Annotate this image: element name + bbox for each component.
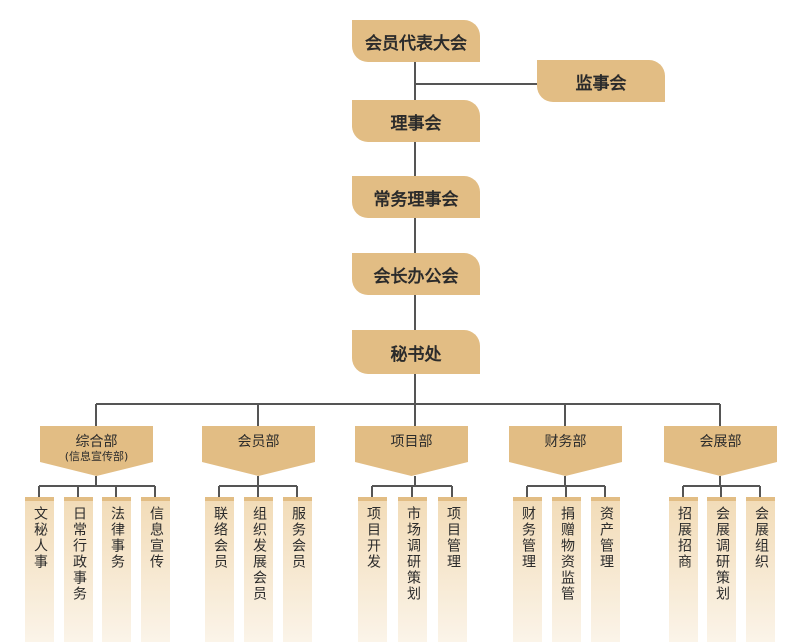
unit-membership-2: 组织发展会员 xyxy=(244,497,273,642)
unit-general-2: 日常行政事务 xyxy=(64,497,93,642)
unit-label: 捐赠物资监管 xyxy=(559,506,575,602)
unit-projects-1: 项目开发 xyxy=(358,497,387,642)
unit-label: 项目开发 xyxy=(365,506,381,570)
unit-label: 市场调研策划 xyxy=(405,506,421,602)
unit-general-3: 法律事务 xyxy=(102,497,131,642)
unit-label: 会展组织 xyxy=(753,506,769,570)
unit-exhibition-1: 招展招商 xyxy=(669,497,698,642)
unit-label: 组织发展会员 xyxy=(251,506,267,602)
unit-finance-2: 捐赠物资监管 xyxy=(552,497,581,642)
dept-exhibition-name: 会展部 xyxy=(699,434,742,450)
node-secretariat-label: 秘书处 xyxy=(390,344,442,365)
unit-general-1: 文秘人事 xyxy=(25,497,54,642)
unit-label: 法律事务 xyxy=(109,506,125,570)
unit-label: 财务管理 xyxy=(520,506,536,570)
dept-projects-name: 项目部 xyxy=(390,434,433,450)
node-assembly-label: 会员代表大会 xyxy=(365,33,467,54)
unit-projects-3: 项目管理 xyxy=(438,497,467,642)
unit-projects-2: 市场调研策划 xyxy=(398,497,427,642)
node-president-office-label: 会长办公会 xyxy=(373,266,459,287)
node-secretariat: 秘书处 xyxy=(352,330,480,374)
unit-exhibition-2: 会展调研策划 xyxy=(707,497,736,642)
node-council-label: 理事会 xyxy=(390,113,442,134)
node-standing-council-label: 常务理事会 xyxy=(373,189,459,210)
unit-exhibition-3: 会展组织 xyxy=(746,497,775,642)
unit-finance-1: 财务管理 xyxy=(513,497,542,642)
node-supervisory: 监事会 xyxy=(537,60,665,102)
unit-label: 资产管理 xyxy=(598,506,614,570)
node-supervisory-label: 监事会 xyxy=(575,73,627,94)
dept-membership-name: 会员部 xyxy=(237,434,280,450)
unit-label: 文秘人事 xyxy=(32,506,48,570)
unit-label: 服务会员 xyxy=(290,506,306,570)
dept-general-name: 综合部 xyxy=(75,434,118,450)
unit-general-4: 信息宣传 xyxy=(141,497,170,642)
node-president-office: 会长办公会 xyxy=(352,253,480,295)
node-council: 理事会 xyxy=(352,100,480,142)
unit-membership-1: 联络会员 xyxy=(205,497,234,642)
dept-finance-name: 财务部 xyxy=(544,434,587,450)
unit-label: 会展调研策划 xyxy=(714,506,730,602)
unit-label: 信息宣传 xyxy=(148,506,164,570)
node-standing-council: 常务理事会 xyxy=(352,176,480,218)
unit-label: 联络会员 xyxy=(212,506,228,570)
unit-finance-3: 资产管理 xyxy=(591,497,620,642)
unit-label: 项目管理 xyxy=(445,506,461,570)
unit-label: 招展招商 xyxy=(676,506,692,570)
node-assembly: 会员代表大会 xyxy=(352,20,480,62)
unit-label: 日常行政事务 xyxy=(71,506,87,602)
dept-general-subtitle: (信息宣传部) xyxy=(64,450,129,463)
unit-membership-3: 服务会员 xyxy=(283,497,312,642)
